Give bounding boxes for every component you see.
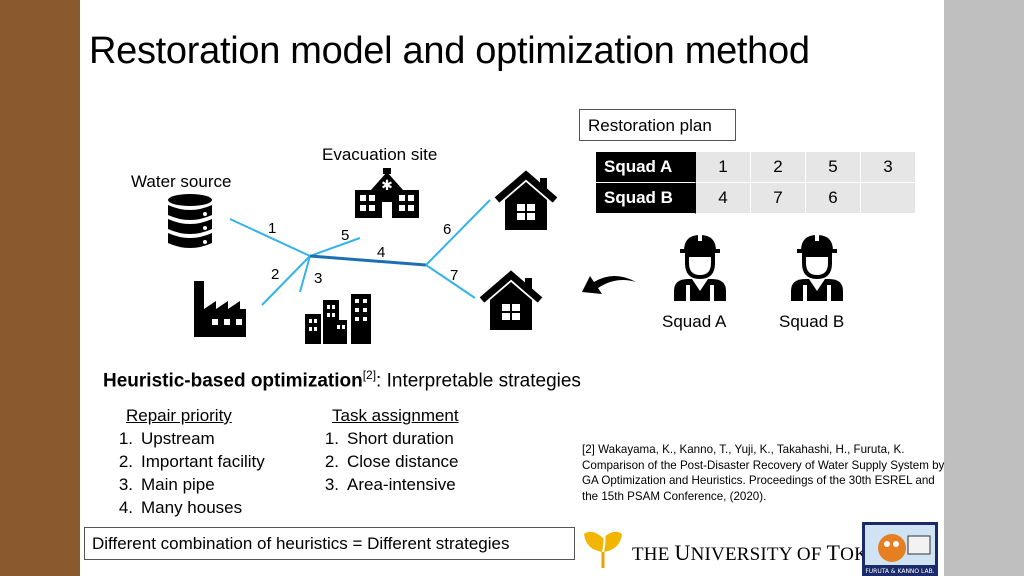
lab-logo-icon: FURUTA & KANNO LAB. bbox=[862, 522, 938, 576]
task-cell: 6 bbox=[806, 183, 861, 214]
task-cell: 5 bbox=[806, 152, 861, 183]
pipe-2 bbox=[261, 255, 311, 306]
squad-b-label: Squad B bbox=[779, 312, 845, 331]
task-assignment-heading: Task assignment bbox=[332, 406, 459, 425]
factory-icon bbox=[194, 281, 246, 337]
worker-icon bbox=[791, 233, 843, 301]
table-row: Squad A 1 2 5 3 bbox=[596, 152, 916, 183]
heuristic-heading-rest: : Interpretable strategies bbox=[376, 370, 581, 392]
pipe-3 bbox=[299, 255, 311, 293]
squad-name-cell: Squad A bbox=[596, 152, 696, 183]
pipe-label-3: 3 bbox=[314, 270, 323, 287]
citation-marker: [2] bbox=[362, 368, 377, 382]
squad-name-cell: Squad B bbox=[596, 183, 696, 214]
evacuation-site-label: Evacuation site bbox=[322, 145, 438, 164]
task-assignment-list: 1.Short duration 2.Close distance 3.Area… bbox=[319, 429, 459, 498]
pipe-5 bbox=[309, 237, 361, 257]
ginkgo-logo-icon bbox=[584, 529, 622, 568]
summary-box: Different combination of heuristics = Di… bbox=[84, 527, 575, 560]
pipe-label-4: 4 bbox=[377, 244, 386, 261]
list-item: 1.Short duration bbox=[324, 429, 454, 448]
task-cell: 4 bbox=[696, 183, 751, 214]
pipe-6 bbox=[425, 199, 491, 266]
pipe-label-5: 5 bbox=[341, 227, 350, 244]
task-cell: 3 bbox=[861, 152, 916, 183]
pipe-label-2: 2 bbox=[271, 266, 280, 283]
house-icon bbox=[494, 170, 558, 230]
right-gray-bar bbox=[944, 0, 1024, 576]
lab-logo-text: FURUTA & KANNO LAB. bbox=[865, 568, 934, 575]
list-item: 3.Main pipe bbox=[118, 475, 215, 494]
heuristic-heading-bold: Heuristic-based optimization bbox=[103, 370, 363, 392]
table-row: Squad B 4 7 6 bbox=[596, 183, 916, 214]
restoration-plan-table: Squad A 1 2 5 3 Squad B 4 7 6 bbox=[596, 152, 916, 214]
repair-priority-heading: Repair priority bbox=[126, 406, 232, 425]
list-item: 2.Important facility bbox=[118, 452, 265, 471]
task-cell: 1 bbox=[696, 152, 751, 183]
list-item: 4.Many houses bbox=[118, 498, 243, 517]
water-source-label: Water source bbox=[131, 172, 232, 191]
database-icon bbox=[168, 194, 212, 248]
pipe-7 bbox=[425, 264, 476, 299]
task-cell bbox=[861, 183, 916, 214]
school-building-icon: ✱ bbox=[355, 168, 419, 218]
list-item: 1.Upstream bbox=[118, 429, 215, 448]
pipe-4 bbox=[309, 254, 427, 267]
task-cell: 7 bbox=[751, 183, 806, 214]
restoration-plan-title: Restoration plan bbox=[579, 109, 736, 141]
curved-arrow-icon bbox=[582, 276, 636, 294]
house-icon bbox=[479, 270, 543, 330]
university-name: THE UNIVERSITY OF TOKYO bbox=[632, 540, 896, 565]
task-cell: 2 bbox=[751, 152, 806, 183]
pipe-label-1: 1 bbox=[268, 220, 277, 237]
list-item: 2.Close distance bbox=[324, 452, 459, 471]
pipe-label-7: 7 bbox=[450, 267, 459, 284]
city-buildings-icon bbox=[305, 294, 371, 344]
left-brown-bar bbox=[0, 0, 80, 576]
svg-text:✱: ✱ bbox=[381, 178, 393, 194]
heuristic-heading: Heuristic-based optimization[2]: Interpr… bbox=[103, 368, 581, 392]
worker-icon bbox=[674, 233, 726, 301]
slide-title: Restoration model and optimization metho… bbox=[89, 30, 810, 72]
pipe-label-6: 6 bbox=[443, 221, 452, 238]
pipe-1 bbox=[229, 218, 311, 257]
squad-a-label: Squad A bbox=[662, 312, 727, 331]
repair-priority-list: 1.Upstream 2.Important facility 3.Main p… bbox=[113, 429, 265, 521]
list-item: 3.Area-intensive bbox=[324, 475, 456, 494]
reference-text: [2] Wakayama, K., Kanno, T., Yuji, K., T… bbox=[582, 443, 945, 503]
